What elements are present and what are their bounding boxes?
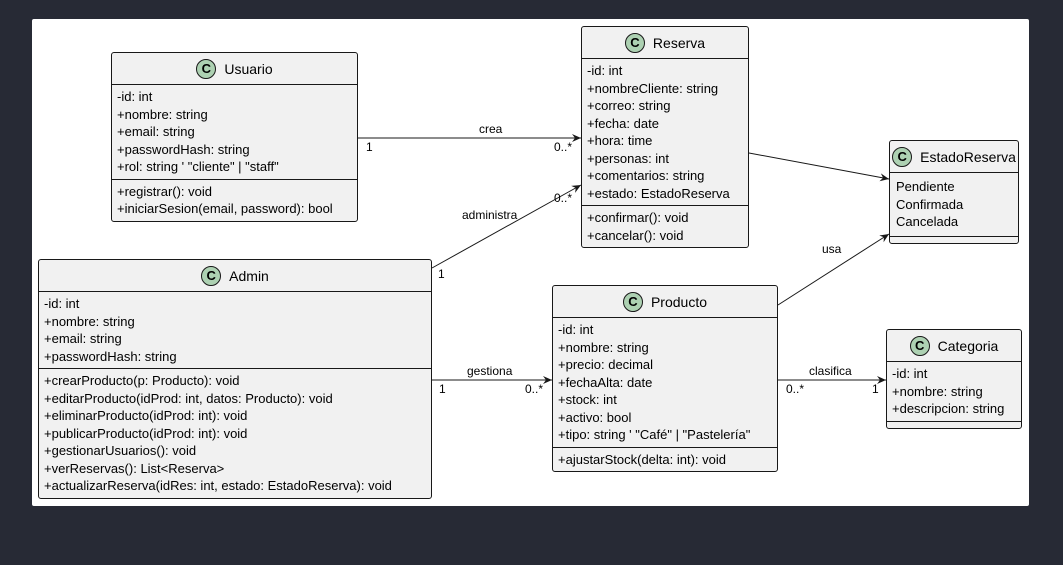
relation-label-clasifica: clasifica	[809, 364, 852, 378]
methods-section: +ajustarStock(delta: int): void	[553, 448, 777, 472]
multiplicity-gestiona-from: 1	[439, 382, 446, 396]
member-row: +passwordHash: string	[117, 141, 250, 157]
fields-section: -id: int +nombre: string +precio: decimal +…	[553, 318, 777, 448]
class-header: C Producto	[553, 286, 777, 318]
class-name: Admin	[229, 267, 269, 284]
member-row: +eliminarProducto(idProd: int): void	[44, 408, 248, 423]
class-badge-icon: C	[909, 335, 930, 356]
member-row: +precio: decimal	[558, 357, 654, 372]
member-row: +iniciarSesion(email, password): bool	[117, 201, 333, 216]
fields-section: -id: int +nombre: string +email: string +pa…	[112, 85, 357, 180]
class-header: C Categoria	[887, 330, 1021, 362]
member-row: +nombre: string	[892, 383, 983, 399]
relation-label-administra: administra	[462, 208, 518, 222]
member-row: +tipo: string ' "Café" | "Pastelería"	[558, 427, 751, 442]
fields-section: -id: int +nombreCliente: string +correo: s…	[582, 59, 748, 206]
member-row: +verReservas(): List<Reserva>	[44, 460, 225, 476]
member-row: Pendiente	[896, 179, 955, 194]
member-row: +fecha: date	[587, 115, 659, 131]
class-header: C Admin	[39, 260, 431, 292]
member-row: +hora: time	[587, 133, 653, 148]
class-name: EstadoReserva	[920, 148, 1016, 165]
member-row: +ajustarStock(delta: int): void	[558, 451, 726, 467]
member-row: +fechaAlta: date	[558, 374, 653, 390]
member-row: Confirmada	[896, 196, 964, 212]
member-row: +crearProducto(p: Producto): void	[44, 373, 240, 388]
class-name: Reserva	[652, 34, 706, 51]
fields-section: -id: int +nombre: string +email: string +pa…	[39, 292, 431, 369]
multiplicity-gestiona-to: 0..*	[525, 382, 544, 396]
class-badge-icon: C	[892, 146, 913, 167]
class-producto[interactable]: C Producto -id: int +nombre: string +preci…	[552, 285, 778, 472]
multiplicity-clasifica-from: 0..*	[786, 382, 805, 396]
class-badge-icon: C	[624, 32, 645, 53]
member-row: Cancelada	[896, 214, 959, 229]
member-row: +email: string	[44, 331, 122, 346]
member-row: +estado: EstadoReserva	[587, 185, 730, 201]
class-name: Usuario	[224, 60, 273, 77]
class-badge-icon: C	[622, 291, 643, 312]
edge-usa	[777, 233, 890, 306]
member-row: +editarProducto(idProd: int, datos: Prod…	[44, 390, 333, 406]
member-row: -id: int	[558, 322, 594, 337]
member-row: +comentarios: string	[587, 168, 705, 183]
class-header: C Reserva	[582, 27, 748, 59]
member-row: -id: int	[892, 366, 928, 381]
edge-administra	[431, 184, 582, 269]
member-row: -id: int	[587, 63, 623, 78]
member-row: -id: int	[117, 89, 153, 104]
member-row: +descripcion: string	[892, 401, 1005, 416]
multiplicity-crea-from: 1	[366, 140, 373, 154]
member-row: +nombre: string	[44, 313, 135, 329]
member-row: +correo: string	[587, 98, 671, 113]
relation-label-usa: usa	[822, 242, 842, 256]
class-reserva[interactable]: C Reserva -id: int +nombreCliente: string…	[581, 26, 749, 248]
member-row: +rol: string ' "cliente" | "staff"	[117, 159, 279, 174]
methods-section: +registrar(): void +iniciarSesion(email, …	[112, 180, 357, 221]
multiplicity-clasifica-to: 1	[872, 382, 879, 396]
member-row: +nombre: string	[558, 339, 649, 355]
member-row: +registrar(): void	[117, 183, 212, 199]
class-header: C Usuario	[112, 53, 357, 85]
class-name: Categoria	[937, 337, 999, 354]
member-row: +activo: bool	[558, 409, 632, 425]
member-row: +nombre: string	[117, 106, 208, 122]
edge-reserva-estado	[748, 152, 890, 182]
member-row: +confirmar(): void	[587, 210, 689, 225]
class-badge-icon: C	[196, 58, 217, 79]
methods-section	[890, 237, 1018, 243]
member-row: +nombreCliente: string	[587, 80, 719, 96]
methods-section: +confirmar(): void +cancelar(): void	[582, 206, 748, 247]
member-row: +gestionarUsuarios(): void	[44, 443, 197, 458]
class-categoria[interactable]: C Categoria -id: int +nombre: string +desc…	[886, 329, 1022, 429]
member-row: +email: string	[117, 124, 195, 139]
methods-section	[887, 422, 1021, 428]
member-row: +cancelar(): void	[587, 227, 684, 243]
member-row: -id: int	[44, 296, 80, 311]
multiplicity-administra-from: 1	[438, 267, 445, 281]
methods-section: +crearProducto(p: Producto): void +editar…	[39, 369, 431, 498]
member-row: +personas: int	[587, 150, 670, 166]
multiplicity-administra-to: 0..*	[554, 191, 573, 205]
class-badge-icon: C	[201, 265, 222, 286]
member-row: +publicarProducto(idProd: int): void	[44, 425, 248, 441]
member-row: +actualizarReserva(idRes: int, estado: E…	[44, 478, 392, 493]
relation-label-crea: crea	[479, 122, 503, 136]
class-header: C EstadoReserva	[890, 141, 1018, 173]
class-admin[interactable]: C Admin -id: int +nombre: string +email: s…	[38, 259, 432, 499]
class-name: Producto	[650, 293, 708, 310]
multiplicity-crea-to: 0..*	[554, 140, 573, 154]
member-row: +stock: int	[558, 392, 617, 407]
relation-label-gestiona: gestiona	[467, 364, 513, 378]
fields-section: -id: int +nombre: string +descripcion: str…	[887, 362, 1021, 422]
member-row: +passwordHash: string	[44, 348, 177, 364]
class-usuario[interactable]: C Usuario -id: int +nombre: string +email:…	[111, 52, 358, 222]
